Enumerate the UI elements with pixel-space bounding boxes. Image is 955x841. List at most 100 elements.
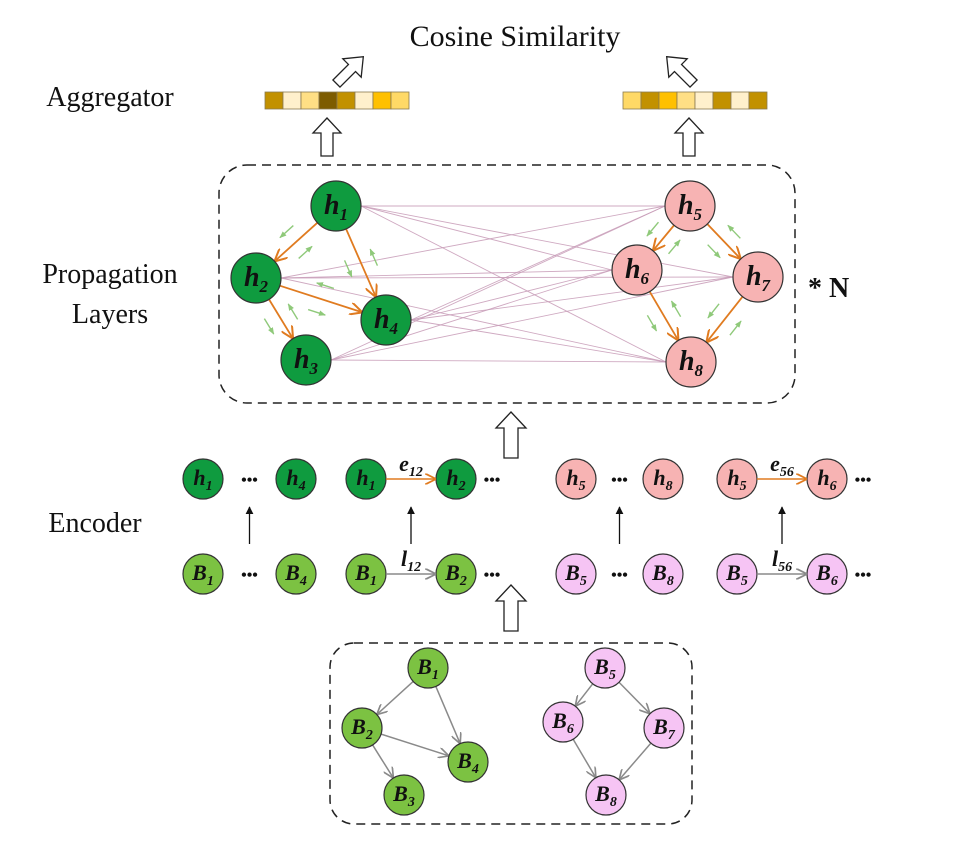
- node-h7-circle: [732, 251, 784, 303]
- vector-cell-left-7: [372, 91, 392, 110]
- input-edge-B7-B8: [620, 742, 652, 779]
- input-node-B7-label: B7: [652, 714, 676, 743]
- propagation-edges: [268, 222, 744, 342]
- label-propagation: Propagation: [42, 259, 177, 290]
- encoder-h-8-label: h8: [653, 465, 672, 494]
- ellipsis: •••: [611, 567, 628, 584]
- cross-edge-h1-h6: [360, 205, 613, 271]
- encoder-b-6: B6: [806, 553, 848, 595]
- message-h7-h8-backward: [729, 320, 742, 336]
- node-h5: h5: [664, 180, 716, 232]
- edge-h2-h4: [279, 284, 361, 312]
- node-h6: h6: [611, 244, 663, 296]
- cross-graph-attention-edges: [280, 205, 734, 363]
- arrow-to-similarity-right: [665, 55, 699, 89]
- message-h1-h4-backward: [369, 248, 379, 266]
- message-h2-h3-backward: [287, 303, 299, 320]
- edge-h6-h8: [648, 291, 678, 340]
- encoder-b-1-circle: [182, 553, 224, 595]
- node-h8-circle: [665, 336, 717, 388]
- input-edge-B1-B2: [378, 680, 414, 713]
- label-layers: Layers: [72, 299, 148, 330]
- ellipsis: •••: [611, 472, 628, 489]
- label-aggregator: Aggregator: [46, 82, 174, 113]
- ellipsis: •••: [855, 567, 872, 584]
- node-h6-label: h6: [625, 254, 650, 288]
- encoder-h-1: h1: [345, 458, 387, 500]
- encoder-h-1-circle: [182, 458, 224, 500]
- node-h1: h1: [310, 180, 362, 232]
- input-node-B8-circle: [585, 774, 627, 816]
- node-h2-circle: [230, 252, 282, 304]
- encoder-h-5-circle: [555, 458, 597, 500]
- node-h3: h3: [280, 334, 332, 386]
- vector-cell-left-6: [354, 91, 374, 110]
- arrow-up-aggregator-left: [311, 117, 343, 157]
- cross-edge-h4-h6: [410, 269, 613, 321]
- encoder-b-8: B8: [642, 553, 684, 595]
- input-node-B5-label: B5: [593, 654, 616, 683]
- input-node-B3-label: B3: [392, 781, 415, 810]
- node-h5-circle: [664, 180, 716, 232]
- message-h5-h6-backward: [668, 239, 681, 255]
- message-h1-h4-forward: [343, 260, 353, 278]
- cross-edge-h1-h7: [360, 205, 734, 278]
- encoder-b-8-circle: [642, 553, 684, 595]
- node-h8-label: h8: [679, 346, 704, 380]
- node-h7-label: h7: [746, 261, 772, 295]
- cross-edge-h4-h7: [410, 276, 734, 321]
- encoder-h-1: h1: [182, 458, 224, 500]
- input-graphs-box: [329, 642, 693, 825]
- encoder-h-5: h5: [555, 458, 597, 500]
- message-h5-h7-backward: [727, 224, 741, 239]
- encoder-h-2-label: h2: [446, 465, 465, 494]
- input-graph-edges: [371, 680, 652, 779]
- input-edge-B6-B8: [572, 738, 595, 777]
- edge-label-e12: e12: [399, 451, 423, 480]
- node-h4-circle: [360, 294, 412, 346]
- encoder-h-8: h8: [642, 458, 684, 500]
- vector-cell-left-1: [264, 91, 284, 110]
- node-h2-label: h2: [244, 262, 269, 296]
- input-edge-B2-B4: [380, 733, 448, 755]
- vector-cell-right-7: [730, 91, 750, 110]
- input-node-B5: B5: [584, 647, 626, 689]
- edge-h1-h2: [275, 222, 319, 261]
- encoder-b-8-label: B8: [651, 560, 674, 589]
- encoder-b-1: B1: [182, 553, 224, 595]
- ellipsis: •••: [484, 567, 501, 584]
- edge-h2-h3: [268, 298, 292, 337]
- encoder-b-1-label: B1: [191, 560, 214, 589]
- node-h4-label: h4: [374, 304, 398, 338]
- node-h5-label: h5: [678, 190, 703, 224]
- input-edge-B2-B3: [371, 744, 393, 777]
- message-h1-h2-backward: [298, 245, 313, 259]
- arrow-up-encoder-to-propagation: [494, 411, 528, 459]
- encoder-h-1-label: h1: [193, 465, 212, 494]
- edge-label-e56: e56: [770, 451, 794, 480]
- input-node-B8: B8: [585, 774, 627, 816]
- message-h5-h6-forward: [646, 221, 659, 237]
- vector-cell-right-4: [676, 91, 696, 110]
- cross-edge-h3-h8: [330, 359, 667, 363]
- label-repeat-n: * N: [808, 273, 849, 304]
- message-h2-h4-backward: [316, 282, 335, 290]
- node-h4: h4: [360, 294, 412, 346]
- vector-cell-right-2: [640, 91, 660, 110]
- vector-cell-right-8: [748, 91, 768, 110]
- ellipsis: •••: [484, 472, 501, 489]
- aggregator-vector-left: [264, 91, 410, 110]
- encoder-h-5-label: h5: [727, 465, 746, 494]
- edge-h1-h4: [345, 228, 376, 296]
- message-h1-h2-forward: [279, 225, 294, 239]
- encoder-h-4-label: h4: [286, 465, 305, 494]
- encoder-b-4-circle: [275, 553, 317, 595]
- encoder-b-5: B5: [716, 553, 758, 595]
- input-node-B1: B1: [407, 647, 449, 689]
- vector-cell-left-8: [390, 91, 410, 110]
- input-node-B7-circle: [643, 707, 685, 749]
- cross-edge-h4-h5: [410, 205, 666, 321]
